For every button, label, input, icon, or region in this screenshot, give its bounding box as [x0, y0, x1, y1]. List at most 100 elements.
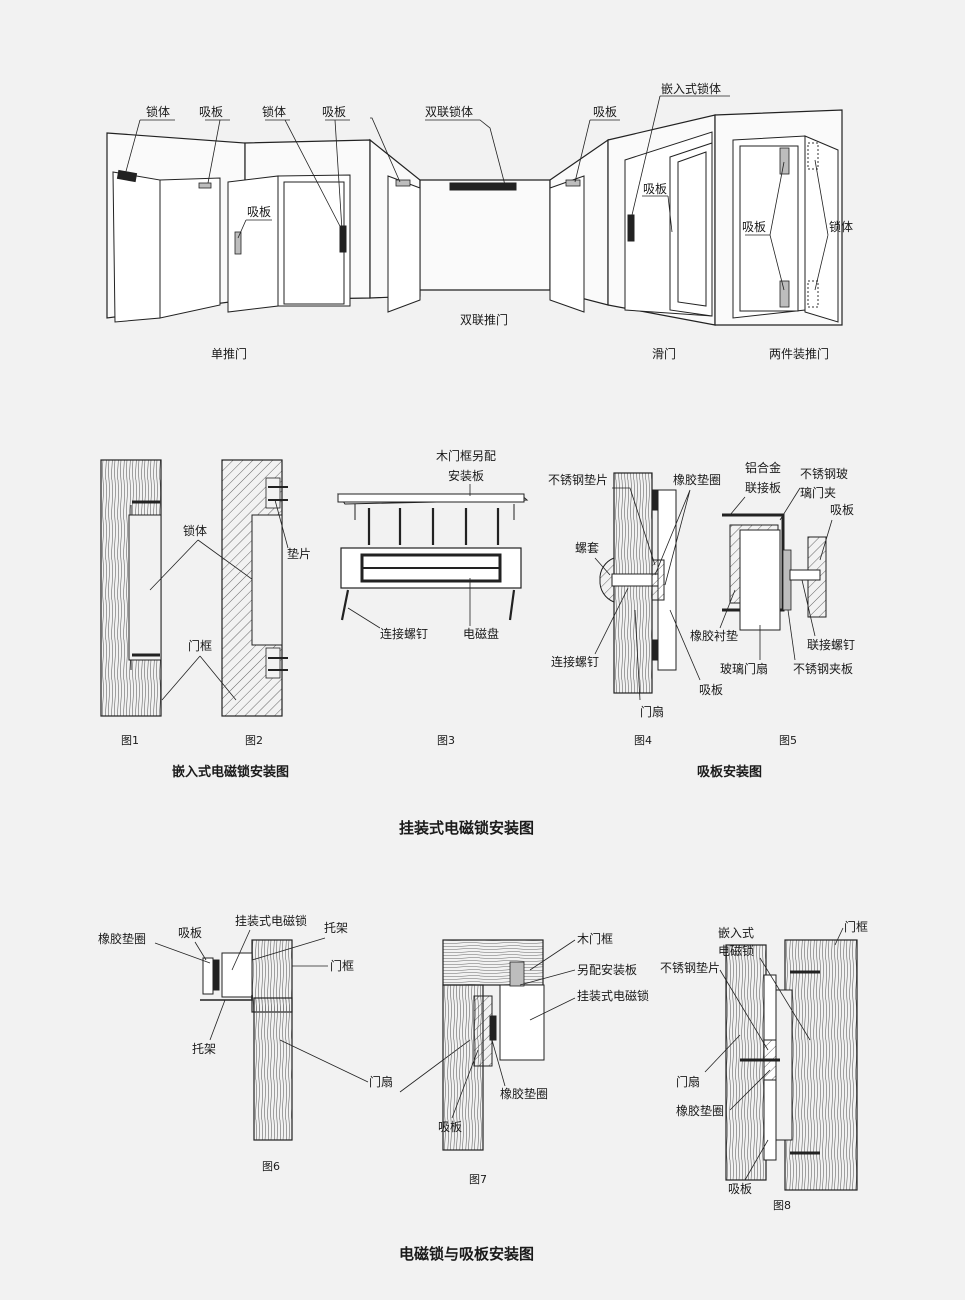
fig5-leader-clamp	[787, 609, 796, 661]
fig6-number: 图6	[262, 1160, 280, 1173]
fig6-label-door-leaf: 门扇	[369, 1074, 393, 1089]
fig4-leader-door	[634, 609, 641, 701]
fig6-label-plate: 吸板	[178, 926, 202, 940]
fig4-label-screw: 连接螺钉	[551, 654, 599, 669]
fig2-label-shim: 垫片	[287, 546, 311, 561]
caption-plate-install: 吸板安装图	[697, 764, 762, 780]
fig5-label-screw: 联接螺钉	[807, 637, 855, 652]
caption-surface-install: 挂装式电磁锁安装图	[399, 819, 534, 837]
figure-3: 木门框另配 安装板 连接螺钉 电磁盘 图3	[337, 448, 529, 747]
plate-1	[198, 182, 212, 189]
fig8-label-frame: 门框	[844, 919, 868, 934]
fig7-surface-lock	[499, 984, 545, 1061]
fig5-leader-alu	[729, 496, 746, 516]
fig3-mount-plate-face	[337, 493, 525, 503]
label-plate-4: 吸板	[593, 105, 617, 119]
fig8-label-door-leaf: 门扇	[676, 1074, 700, 1089]
leader-plate-2	[237, 219, 272, 239]
fig4-rubber-top	[651, 489, 659, 511]
fig1-number: 图1	[121, 734, 139, 747]
fig8-leader-plate	[744, 1139, 769, 1181]
fig6-leader-bracket-top	[251, 937, 326, 961]
fig8-label-shim: 不锈钢垫片	[660, 960, 720, 975]
fig7-label-mount: 另配安装板	[577, 962, 637, 977]
label-plate-6: 吸板	[742, 220, 766, 234]
leader-plate-1	[205, 119, 230, 184]
fig3-label-mount-2: 安装板	[448, 468, 484, 483]
door-2	[283, 181, 345, 305]
leader-plate-5	[642, 195, 673, 233]
fig8-frame-screws	[790, 970, 820, 1155]
fig8-door-leaf	[725, 944, 767, 1181]
embedded-lock-body	[627, 214, 635, 242]
fig3-number: 图3	[437, 734, 455, 747]
fig6-label-frame: 门框	[330, 958, 354, 973]
fig7-number: 图7	[469, 1173, 487, 1186]
fig4-shim	[651, 559, 665, 601]
fig8-label-embedded-2: 电磁锁	[718, 943, 754, 958]
fig5-label-rubber: 橡胶衬垫	[690, 628, 738, 643]
fig4-leader-rubber	[654, 489, 691, 586]
fig5-screw	[789, 569, 821, 581]
fig7-leader-frame	[529, 939, 576, 971]
fig7-leader-rubber	[491, 1039, 506, 1087]
single-door-right-leaf	[159, 177, 221, 319]
label-plate-5: 吸板	[643, 182, 667, 196]
fig7-leader-lock	[529, 997, 576, 1021]
fig7-mount-plate	[509, 961, 525, 987]
fig2-shim-bottom	[265, 647, 281, 679]
caption-lock-plate-install: 电磁锁与吸板安装图	[399, 1245, 534, 1263]
fig8-label-plate: 吸板	[728, 1182, 752, 1196]
fig5-label-clamp: 不锈钢夹板	[793, 662, 853, 676]
fig4-label-plate: 吸板	[699, 683, 723, 697]
figure-8: 嵌入式 电磁锁 门框 不锈钢垫片 门扇 橡胶垫圈 吸板 图8	[660, 919, 868, 1212]
fig7-label-frame: 木门框	[577, 931, 613, 946]
fig1-label-lock-body: 锁体	[183, 523, 207, 538]
lock-body-2	[339, 225, 347, 253]
fig6-label-bracket-top: 托架	[324, 921, 348, 935]
fig8-leader-shim	[719, 969, 769, 1051]
fig5-label-alu-2: 联接板	[745, 480, 781, 495]
fig4-rubber-bottom	[651, 639, 659, 661]
label-lock-body-1: 锁体	[146, 104, 170, 119]
leader-plate-3b	[370, 117, 401, 183]
lock-body-3-bottom	[807, 280, 819, 308]
leader-lock-3	[814, 159, 829, 291]
leader-double-lock	[425, 119, 506, 186]
figure-2: 垫片 图2	[221, 459, 311, 747]
caption-two-piece-door: 两件装推门	[769, 346, 829, 361]
fig7-label-rubber: 橡胶垫圈	[500, 1086, 548, 1101]
double-door-leaf-left	[387, 175, 421, 313]
fig3-label-screw: 连接螺钉	[380, 626, 428, 641]
caption-double-door: 双联推门	[460, 312, 508, 327]
fig3-side-screws	[354, 504, 515, 520]
label-plate-3: 吸板	[322, 105, 346, 119]
fig8-leader-door	[704, 1034, 741, 1073]
leader-plate-4	[574, 119, 620, 183]
fig3-leader-screw	[347, 607, 381, 629]
fig5-leader-rubber	[719, 589, 736, 629]
figure-4: 不锈钢垫片 橡胶垫圈 螺套 连接螺钉 门扇 吸板 图4	[548, 472, 723, 747]
label-embedded-lock: 嵌入式锁体	[661, 81, 721, 96]
fig6-leader-rubber	[154, 942, 211, 964]
label-double-lock: 双联锁体	[425, 104, 473, 119]
leader-plate-3	[325, 119, 350, 231]
fig8-label-rubber: 橡胶垫圈	[676, 1103, 724, 1118]
fig6-bracket	[200, 995, 253, 1001]
label-plate-2: 吸板	[247, 205, 271, 219]
figure-1: 锁体 门框 图1	[100, 459, 261, 747]
fig5-label-clip-2: 璃门夹	[800, 485, 836, 500]
fig4-number: 图4	[634, 734, 652, 747]
fig5-leader-screw	[801, 579, 816, 637]
fig8-label-embedded-1: 嵌入式	[718, 926, 754, 940]
lock-body-3-top	[807, 142, 819, 170]
leader-embedded-lock	[631, 95, 730, 216]
fig6-plate	[202, 957, 214, 995]
plate-4	[565, 179, 581, 187]
label-lock-body-2: 锁体	[262, 104, 286, 119]
fig7-plate	[473, 995, 493, 1067]
fig5-label-glass: 玻璃门扇	[720, 661, 768, 676]
two-piece-door-leaf	[804, 135, 839, 323]
fig7-rubber-ring	[489, 1015, 497, 1041]
